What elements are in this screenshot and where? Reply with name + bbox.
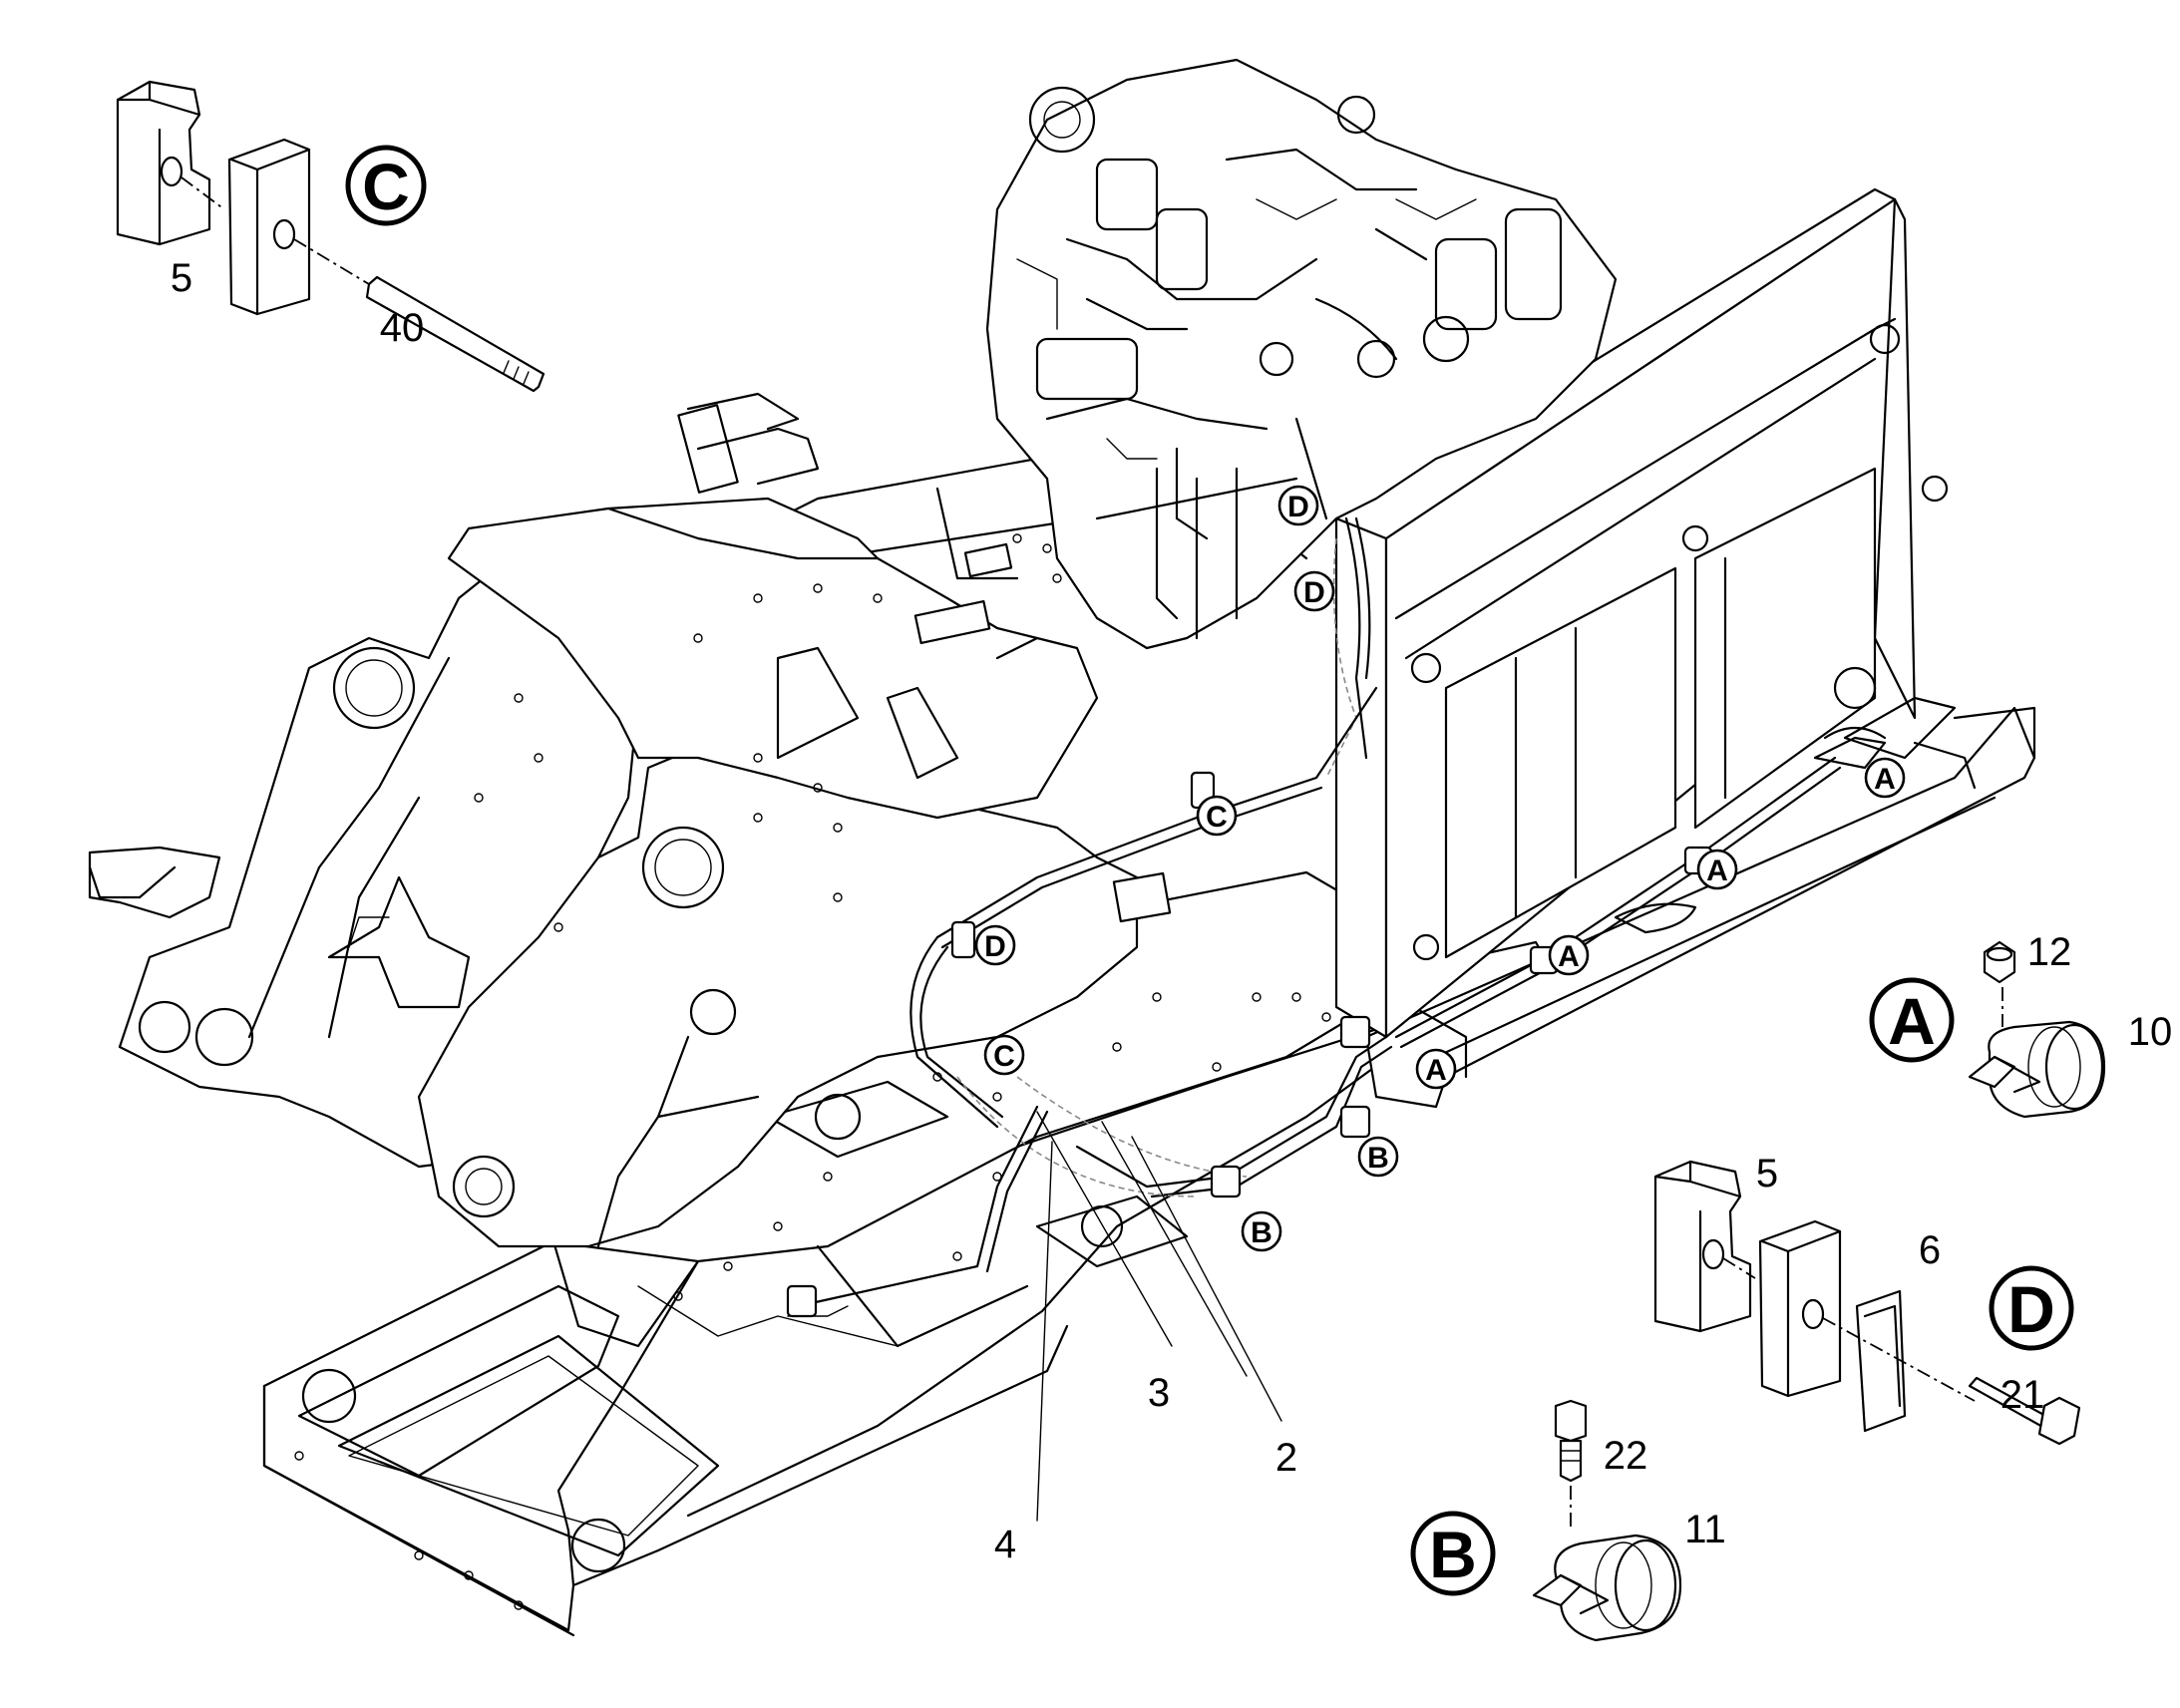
callout-3: 3 bbox=[1148, 1371, 1170, 1415]
detail-letter-d: D bbox=[1989, 1265, 2074, 1351]
route-marker-a-3: A bbox=[1548, 934, 1590, 976]
route-marker-a-1: A bbox=[1864, 757, 1906, 799]
detail-letter-b: B bbox=[1410, 1511, 1496, 1596]
svg-text:A: A bbox=[1706, 854, 1728, 887]
route-marker-c-1: C bbox=[1196, 795, 1238, 837]
svg-text:B: B bbox=[1367, 1142, 1389, 1175]
callout-40: 40 bbox=[380, 306, 425, 350]
svg-text:D: D bbox=[984, 930, 1006, 963]
svg-text:A: A bbox=[1425, 1054, 1447, 1087]
callout-12: 12 bbox=[2027, 930, 2072, 974]
route-marker-b-2: B bbox=[1241, 1210, 1282, 1252]
svg-text:B: B bbox=[1429, 1518, 1477, 1591]
svg-text:C: C bbox=[993, 1040, 1015, 1073]
callout-22: 22 bbox=[1604, 1434, 1648, 1478]
detail-a-mount: A 12 10 bbox=[1869, 930, 2173, 1119]
hose-routing bbox=[786, 516, 1842, 1318]
route-marker-d-1: D bbox=[1277, 485, 1319, 526]
callout-5-top: 5 bbox=[171, 256, 192, 300]
svg-text:A: A bbox=[1558, 940, 1580, 973]
svg-text:A: A bbox=[1874, 763, 1896, 796]
callout-6: 6 bbox=[1919, 1228, 1941, 1272]
route-marker-c-2: C bbox=[983, 1034, 1025, 1076]
radiator-assembly bbox=[1334, 187, 1957, 1039]
callout-2: 2 bbox=[1275, 1436, 1297, 1480]
detail-letter-c: C bbox=[345, 145, 427, 226]
svg-text:D: D bbox=[1287, 491, 1309, 523]
main-callouts: 3 2 4 bbox=[994, 1371, 1297, 1566]
callout-10: 10 bbox=[2128, 1010, 2173, 1054]
route-marker-a-2: A bbox=[1696, 849, 1738, 890]
route-marker-d-2: D bbox=[1293, 570, 1335, 612]
svg-text:B: B bbox=[1251, 1216, 1272, 1249]
detail-c-clamp: C 5 40 bbox=[116, 80, 545, 393]
callout-21: 21 bbox=[2000, 1373, 2045, 1417]
detail-letter-a: A bbox=[1869, 977, 1955, 1063]
route-marker-b-1: B bbox=[1357, 1136, 1399, 1178]
svg-text:D: D bbox=[2007, 1272, 2055, 1346]
svg-text:C: C bbox=[362, 150, 410, 223]
frame-holes bbox=[294, 533, 1331, 1610]
detail-b-mount: B 22 11 bbox=[1410, 1399, 1726, 1642]
callout-11: 11 bbox=[1684, 1508, 1726, 1551]
engine bbox=[985, 58, 1618, 650]
route-marker-d-3: D bbox=[974, 924, 1016, 966]
callout-4: 4 bbox=[994, 1523, 1016, 1566]
svg-text:C: C bbox=[1206, 801, 1228, 834]
callout-5-right: 5 bbox=[1756, 1152, 1778, 1196]
svg-text:A: A bbox=[1888, 984, 1936, 1058]
route-marker-a-4: A bbox=[1415, 1048, 1457, 1090]
route-markers: D D C D C A A A bbox=[974, 485, 1906, 1252]
detail-d-clamp: D 5 6 21 bbox=[1653, 1152, 2081, 1446]
leader-lines bbox=[1036, 1111, 1282, 1522]
svg-text:D: D bbox=[1303, 576, 1325, 609]
